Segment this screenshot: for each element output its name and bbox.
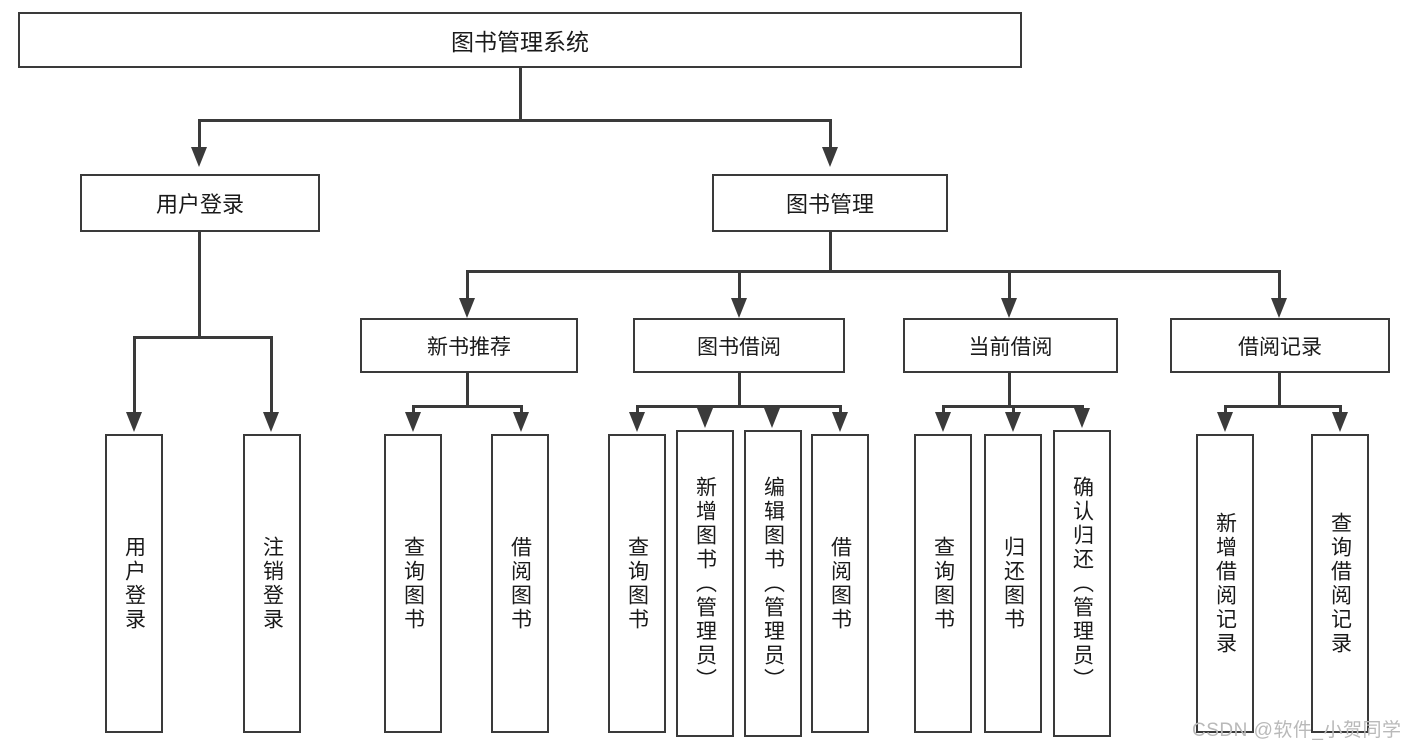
leaf-user-login[interactable]: 用户登录 [105, 434, 163, 733]
connector-user-login-branch-2 [270, 336, 273, 412]
connector-current-borrow-bar [942, 405, 1081, 408]
leaf-query-borrow-record[interactable]: 查询借阅记录 [1311, 434, 1369, 733]
node-label: 新增图书（管理员） [693, 475, 717, 692]
leaf-query-book-borrow[interactable]: 查询图书 [608, 434, 666, 733]
node-new-book-recommend[interactable]: 新书推荐 [360, 318, 578, 373]
arrowhead-new-book-leaf-2 [513, 412, 529, 432]
node-label: 新增借阅记录 [1213, 511, 1237, 656]
connector-borrow-record-bar [1224, 405, 1341, 408]
arrowhead-to-current-borrow [1001, 298, 1017, 318]
arrowhead-book-borrow-leaf-3 [764, 408, 780, 428]
node-label: 借阅记录 [1238, 335, 1322, 359]
connector-book-borrow-stem [738, 373, 741, 406]
arrowhead-user-login-leaf-2 [263, 412, 279, 432]
connector-current-borrow-stem [1008, 373, 1011, 406]
node-current-borrow[interactable]: 当前借阅 [903, 318, 1118, 373]
leaf-borrow-book[interactable]: 借阅图书 [811, 434, 869, 733]
node-borrow-record[interactable]: 借阅记录 [1170, 318, 1390, 373]
connector-user-login-stem [198, 232, 201, 336]
node-label: 确认归还（管理员） [1070, 475, 1094, 692]
connector-to-new-book [466, 270, 469, 298]
connector-root-to-user-login [198, 119, 201, 147]
connector-book-manage-stem [829, 232, 832, 271]
node-label: 查询图书 [931, 535, 955, 632]
arrowhead-to-user-login [191, 147, 207, 167]
arrowhead-new-book-leaf-1 [405, 412, 421, 432]
node-user-login[interactable]: 用户登录 [80, 174, 320, 232]
node-label: 编辑图书（管理员） [761, 475, 785, 692]
node-label: 查询借阅记录 [1328, 511, 1352, 656]
node-book-management[interactable]: 图书管理 [712, 174, 948, 232]
arrowhead-to-borrow-record [1271, 298, 1287, 318]
connector-to-borrow-record [1278, 270, 1281, 298]
connector-book-borrow-bar [636, 405, 840, 408]
connector-root-bar [198, 119, 831, 122]
connector-borrow-record-branch-2 [1339, 405, 1342, 414]
leaf-return-book[interactable]: 归还图书 [984, 434, 1042, 733]
connector-user-login-branch-1 [133, 336, 136, 412]
leaf-edit-book-admin[interactable]: 编辑图书（管理员） [744, 430, 802, 737]
leaf-query-book-recommend[interactable]: 查询图书 [384, 434, 442, 733]
node-label: 用户登录 [122, 535, 146, 632]
arrowhead-book-borrow-leaf-1 [629, 412, 645, 432]
node-label: 查询图书 [401, 535, 425, 632]
node-book-borrow[interactable]: 图书借阅 [633, 318, 845, 373]
leaf-user-logout[interactable]: 注销登录 [243, 434, 301, 733]
connector-root-to-book-manage [829, 119, 832, 147]
connector-borrow-record-branch-1 [1224, 405, 1227, 414]
arrowhead-current-borrow-leaf-3 [1074, 408, 1090, 428]
node-label: 注销登录 [260, 535, 284, 632]
connector-user-login-bar [133, 336, 272, 339]
node-label: 新书推荐 [427, 335, 511, 359]
arrowhead-borrow-record-leaf-2 [1332, 412, 1348, 432]
arrowhead-borrow-record-leaf-1 [1217, 412, 1233, 432]
node-label: 归还图书 [1001, 535, 1025, 632]
node-label: 图书管理 [785, 192, 874, 217]
arrowhead-to-new-book [459, 298, 475, 318]
arrowhead-book-borrow-leaf-4 [832, 412, 848, 432]
node-label: 图书管理系统 [451, 29, 589, 55]
node-label: 图书借阅 [697, 335, 781, 359]
node-label: 借阅图书 [508, 535, 532, 632]
arrowhead-user-login-leaf-1 [126, 412, 142, 432]
node-label: 借阅图书 [828, 535, 852, 632]
connector-new-book-branch-2 [520, 405, 523, 414]
arrowhead-current-borrow-leaf-2 [1005, 412, 1021, 432]
connector-book-borrow-branch-4 [839, 405, 842, 414]
node-label: 当前借阅 [968, 335, 1053, 359]
connector-book-borrow-branch-1 [636, 405, 639, 414]
leaf-query-book-current[interactable]: 查询图书 [914, 434, 972, 733]
connector-root-stem [519, 68, 522, 119]
connector-new-book-stem [466, 373, 469, 406]
connector-current-borrow-branch-1 [942, 405, 945, 414]
connector-to-book-borrow [738, 270, 741, 298]
connector-borrow-record-stem [1278, 373, 1281, 406]
arrowhead-to-book-manage [822, 147, 838, 167]
connector-new-book-bar [412, 405, 522, 408]
node-label: 查询图书 [625, 535, 649, 632]
arrowhead-book-borrow-leaf-2 [697, 408, 713, 428]
connector-to-current-borrow [1008, 270, 1011, 298]
arrowhead-to-book-borrow [731, 298, 747, 318]
node-label: 用户登录 [155, 192, 244, 217]
arrowhead-current-borrow-leaf-1 [935, 412, 951, 432]
leaf-add-book-admin[interactable]: 新增图书（管理员） [676, 430, 734, 737]
leaf-add-borrow-record[interactable]: 新增借阅记录 [1196, 434, 1254, 733]
node-root-system[interactable]: 图书管理系统 [18, 12, 1022, 68]
connector-new-book-branch-1 [412, 405, 415, 414]
connector-current-borrow-branch-2 [1012, 405, 1015, 414]
leaf-borrow-book-recommend[interactable]: 借阅图书 [491, 434, 549, 733]
connector-book-manage-bar [466, 270, 1278, 273]
csdn-watermark: CSDN @软件_小贺同学 [1192, 720, 1402, 741]
leaf-confirm-return-admin[interactable]: 确认归还（管理员） [1053, 430, 1111, 737]
